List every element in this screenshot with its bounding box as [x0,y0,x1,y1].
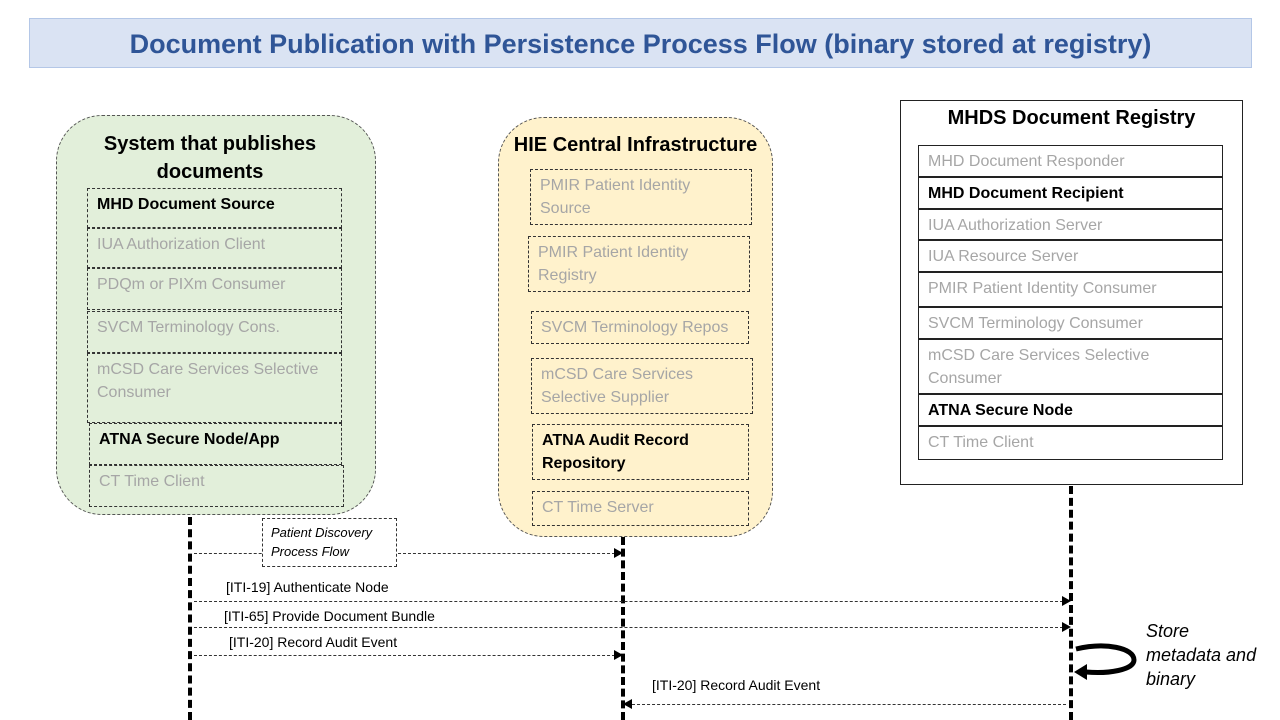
actor-pmir-patient-identity-consumer: PMIR Patient Identity Consumer [918,272,1223,307]
page-title: Document Publication with Persistence Pr… [129,29,1152,59]
actor-svcm-terminology-consumer: SVCM Terminology Consumer [918,307,1223,339]
message-label-iti20-source: [ITI-20] Record Audit Event [229,634,398,650]
hie-title: HIE Central Infrastructure [513,134,758,156]
actor-ct-time-server: CT Time Server [532,491,749,526]
actor-svcm-terminology-consumer: SVCM Terminology Cons. [87,311,342,353]
actor-mhd-document-responder: MHD Document Responder [918,145,1223,177]
actor-mhd-document-recipient: MHD Document Recipient [918,177,1223,209]
message-line-iti65 [194,627,1063,628]
message-line-iti19 [194,601,1063,602]
message-label-iti65: [ITI-65] Provide Document Bundle [224,608,435,624]
actor-atna-audit-record-repository: ATNA Audit Record Repository [532,424,749,480]
message-line-iti20-source [194,655,615,656]
registry-title: MHDS Document Registry [947,107,1196,129]
actor-ct-time-client: CT Time Client [89,465,344,507]
patient-discovery-note: Patient Discovery Process Flow [262,518,397,567]
source-lifeline [188,517,192,720]
arrow-head-right-icon [614,650,623,660]
arrow-head-right-icon [614,548,623,558]
actor-pdqm-pixm-consumer: PDQm or PIXm Consumer [87,268,342,310]
actor-svcm-terminology-repository: SVCM Terminology Repos [531,311,749,344]
message-label-iti20-registry: [ITI-20] Record Audit Event [652,677,821,693]
store-metadata-note: Store metadata and binary [1146,621,1257,689]
actor-iua-resource-server: IUA Resource Server [918,240,1223,272]
arrow-head-right-icon [1062,622,1071,632]
source-system-group [56,115,376,515]
curved-return-arrow-icon [1074,643,1137,680]
registry-lifeline [1069,486,1073,720]
arrow-head-right-icon [1062,596,1071,606]
actor-mcsd-selective-supplier: mCSD Care Services Selective Supplier [531,358,753,414]
actor-atna-secure-node-app: ATNA Secure Node/App [89,423,342,465]
actor-iua-authorization-client: IUA Authorization Client [87,228,342,268]
actor-mhd-document-source: MHD Document Source [87,188,342,228]
message-label-iti19: [ITI-19] Authenticate Node [226,579,389,595]
actor-pmir-patient-identity-source: PMIR Patient Identity Source [530,169,752,225]
actor-mcsd-selective-consumer-registry: mCSD Care Services Selective Consumer [918,339,1223,394]
actor-iua-authorization-server: IUA Authorization Server [918,209,1223,240]
hie-lifeline [621,537,625,720]
message-line-iti20-registry [632,704,1066,705]
hie-central-infrastructure-group [498,117,773,537]
patient-discovery-line [194,553,615,554]
actor-pmir-patient-identity-registry: PMIR Patient Identity Registry [528,236,750,292]
title-bar: Document Publication with Persistence Pr… [29,18,1252,68]
source-system-title: System that publishes documents [103,133,317,183]
actor-mcsd-selective-consumer: mCSD Care Services Selective Consumer [87,353,342,423]
actor-atna-secure-node: ATNA Secure Node [918,394,1223,426]
actor-ct-time-client-registry: CT Time Client [918,426,1223,460]
arrow-head-left-icon [623,699,632,709]
